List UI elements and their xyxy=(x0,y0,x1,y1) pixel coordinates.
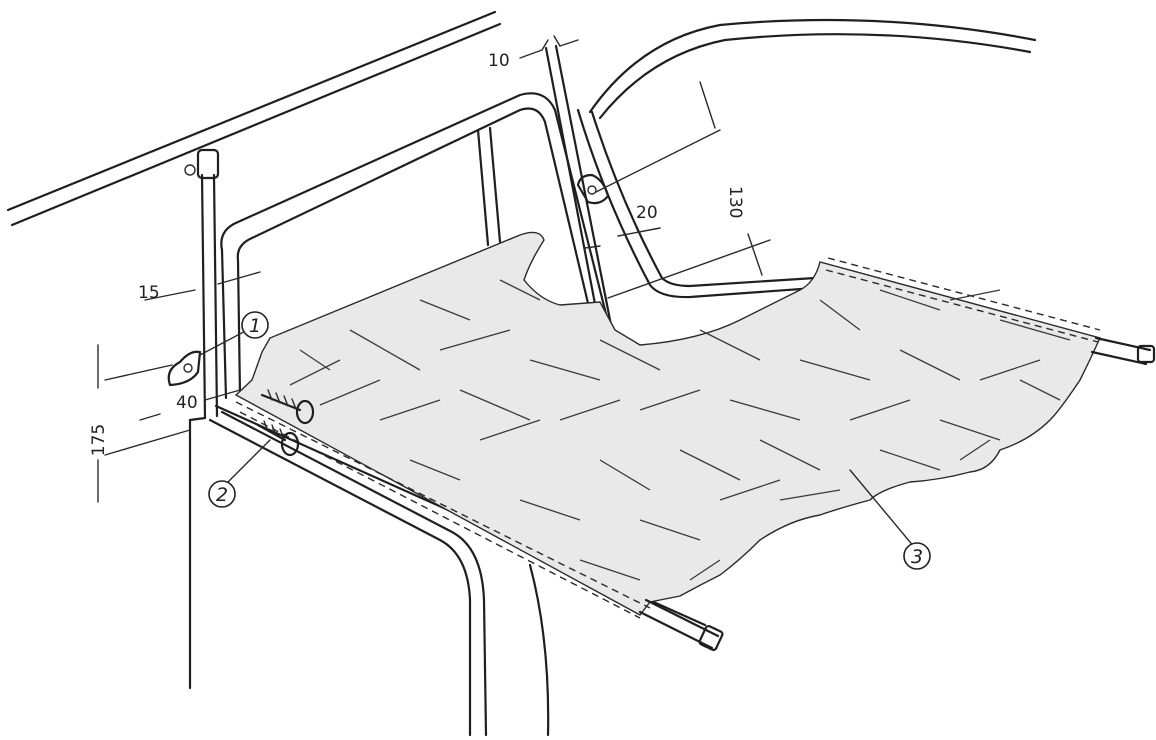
pivot-clip xyxy=(167,350,202,387)
pillar xyxy=(476,44,614,332)
callout-2: 2 xyxy=(208,480,236,508)
dimension-175: 175 xyxy=(89,424,109,456)
cover-pattern xyxy=(289,279,1071,581)
rear-window-frame xyxy=(576,18,1037,299)
callout-2-label: 2 xyxy=(216,484,228,506)
dimension-lines xyxy=(97,35,916,549)
cover-rear-rod xyxy=(1090,336,1156,366)
side-window-opening xyxy=(220,92,612,400)
dimension-130: 130 xyxy=(725,186,745,218)
callout-3-label: 3 xyxy=(911,546,923,568)
dimension-40: 40 xyxy=(176,393,198,413)
luggage-cover xyxy=(234,231,1101,619)
callout-1-label: 1 xyxy=(249,315,261,337)
cover-front-rod xyxy=(638,598,724,651)
callout-3: 3 xyxy=(903,542,931,570)
callout-1: 1 xyxy=(241,311,269,339)
mounting-screws xyxy=(256,389,315,457)
roof-lines xyxy=(6,10,502,227)
dimension-20: 20 xyxy=(636,203,658,223)
left-support-rod xyxy=(184,148,220,420)
dimension-10: 10 xyxy=(488,51,510,71)
dimension-15: 15 xyxy=(138,283,160,303)
pillar-clip xyxy=(576,173,610,205)
